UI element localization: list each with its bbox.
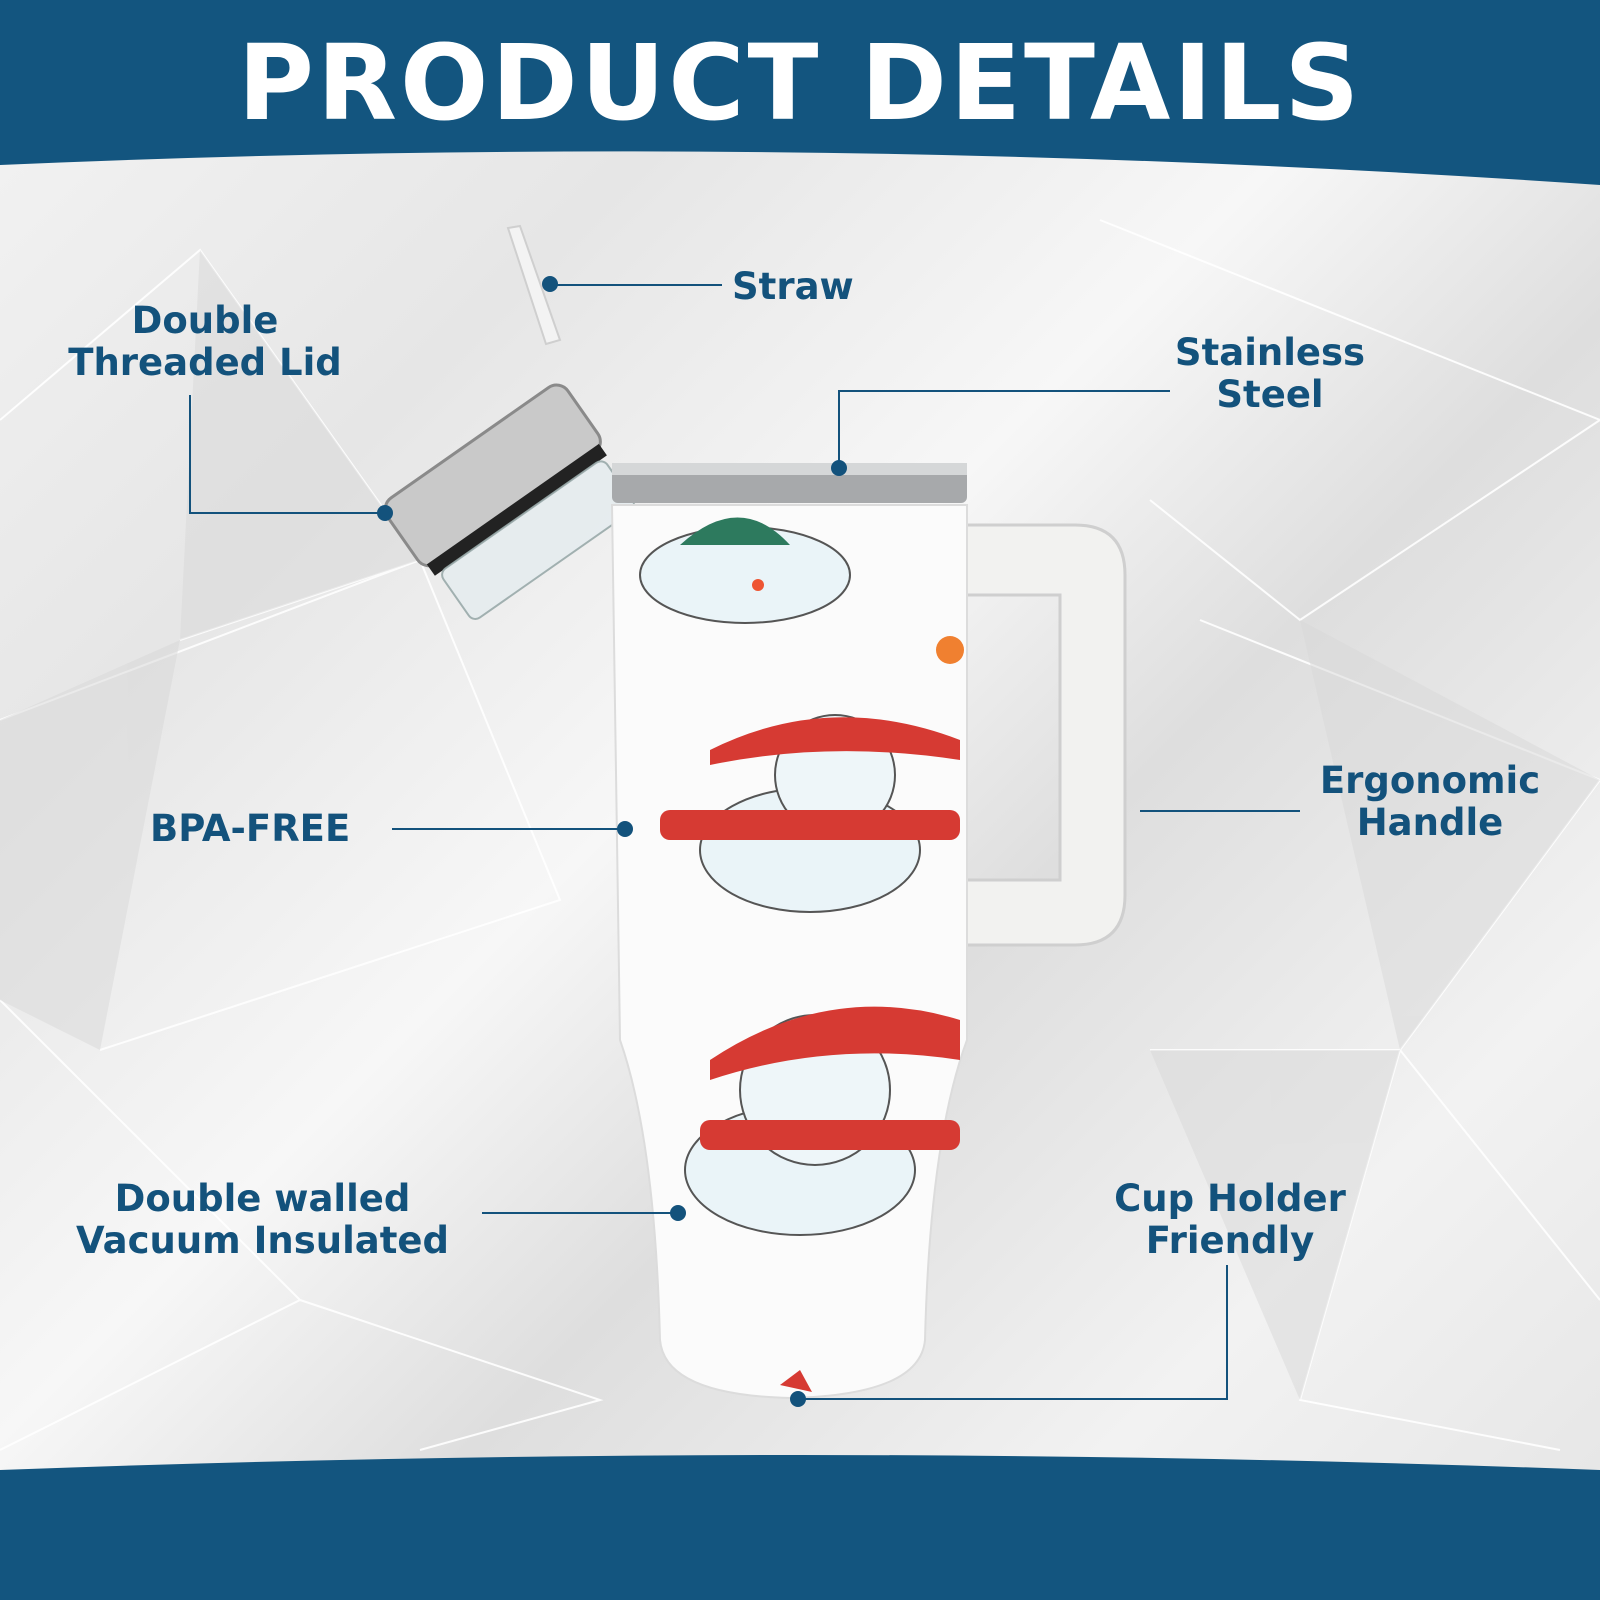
footer-band xyxy=(0,1455,1600,1600)
pointer-dot-steel xyxy=(831,460,847,476)
leader-line-steel-v xyxy=(838,390,840,466)
leader-line-cupholder xyxy=(798,1398,1228,1400)
leader-line-lid xyxy=(189,395,191,513)
label-steel-line2: Steel xyxy=(1216,373,1324,416)
leader-line-handle xyxy=(1140,810,1300,812)
label-bpa: BPA-FREE xyxy=(150,807,351,850)
label-insulated: Double walled Vacuum Insulated xyxy=(50,1178,475,1262)
pointer-dot-lid xyxy=(377,505,393,521)
label-insulated-line2: Vacuum Insulated xyxy=(75,1219,450,1262)
straw-icon xyxy=(506,224,562,346)
leader-line-straw xyxy=(550,284,722,286)
label-handle-line1: Ergonomic xyxy=(1319,759,1541,802)
handle-icon xyxy=(958,523,1127,947)
leader-line-lid-h xyxy=(189,512,387,514)
leader-line-steel xyxy=(838,390,1170,392)
label-lid: Double Threaded Lid xyxy=(55,300,355,384)
pointer-dot-bpa xyxy=(617,821,633,837)
label-cupholder: Cup Holder Friendly xyxy=(1100,1178,1360,1262)
page-title: PRODUCT DETAILS xyxy=(237,22,1363,144)
pointer-dot-cupholder xyxy=(790,1391,806,1407)
pointer-dot-straw xyxy=(542,276,558,292)
pointer-dot-insulated xyxy=(670,1205,686,1221)
header-band xyxy=(0,0,1600,185)
label-steel: Stainless Steel xyxy=(1160,332,1380,416)
label-cupholder-line2: Friendly xyxy=(1145,1219,1315,1262)
label-handle-line2: Handle xyxy=(1356,801,1504,844)
tumbler-body xyxy=(610,504,968,1400)
leader-line-insulated xyxy=(482,1212,672,1214)
lid-icon xyxy=(383,383,636,620)
leader-line-bpa xyxy=(392,828,624,830)
snowman-pattern xyxy=(639,517,964,1392)
label-insulated-line1: Double walled xyxy=(114,1177,411,1220)
label-handle: Ergonomic Handle xyxy=(1300,760,1560,844)
label-steel-line1: Stainless xyxy=(1174,331,1366,374)
label-cupholder-line1: Cup Holder xyxy=(1114,1177,1346,1220)
leader-line-cupholder-v xyxy=(1226,1265,1228,1400)
label-straw: Straw xyxy=(732,265,854,308)
label-lid-line1: Double xyxy=(131,299,279,342)
label-lid-line2: Threaded Lid xyxy=(68,341,342,384)
